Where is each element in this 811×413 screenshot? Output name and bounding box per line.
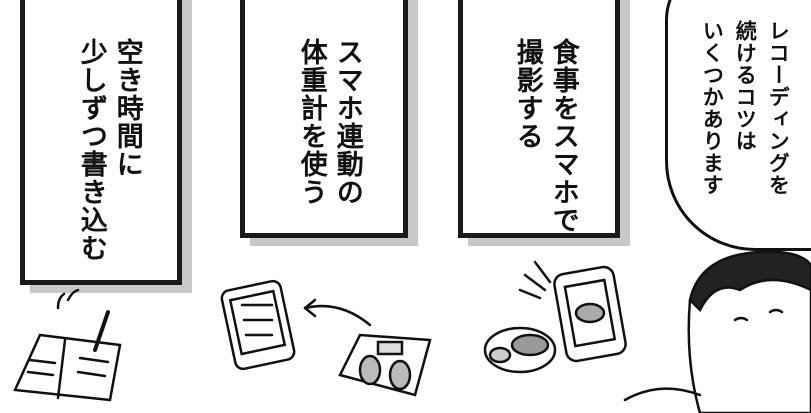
notebook-pen-icon (13, 288, 122, 402)
caption-panel-photo (458, 0, 620, 238)
panel-3-line-1: 食事をスマホで (547, 38, 579, 234)
panel-3-line-2: 撮影する (511, 38, 543, 150)
bubble-line-2: 続けるコツは (733, 20, 758, 152)
caption-panel-scale (240, 0, 408, 238)
bathroom-scale-icon (338, 333, 432, 397)
smartphone-scale-app-icon (220, 279, 296, 371)
bubble-line-3: いくつかあります (700, 20, 725, 196)
smartphone-camera-icon (553, 265, 627, 363)
presenter-character (623, 250, 811, 413)
panel-1-line-2: 少しずつ書き込む (75, 38, 107, 262)
speech-bubble (665, 0, 811, 251)
panel-1-line-1: 空き時間に (111, 38, 143, 178)
panel-2-line-2: 体重計を使う (295, 38, 327, 206)
meal-plate-icon (483, 260, 557, 374)
caption-panel-writing (20, 0, 182, 285)
panel-2-line-1: スマホ連動の (331, 38, 363, 206)
bubble-line-1: レコーディングを (766, 20, 791, 196)
arrow-icon (303, 298, 372, 327)
